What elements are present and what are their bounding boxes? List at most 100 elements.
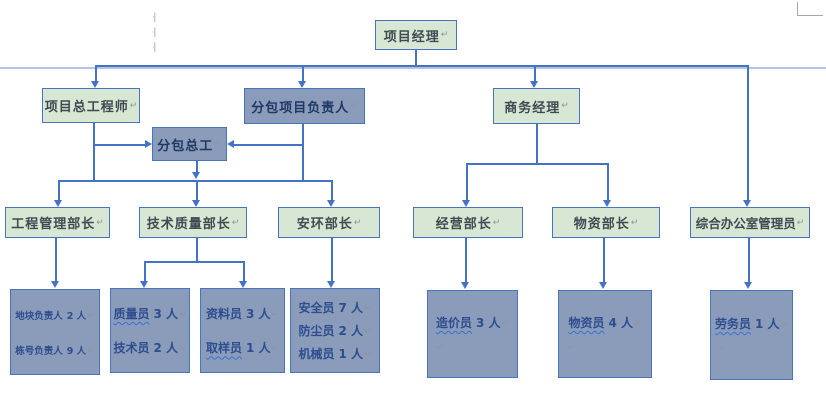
staff-count: 3 人 bbox=[245, 306, 271, 321]
org-node-business-manager[interactable]: 商务经理↵ bbox=[493, 88, 580, 124]
connector-line bbox=[748, 238, 750, 283]
page-corner-mark bbox=[797, 2, 823, 16]
connector-line bbox=[465, 238, 467, 283]
return-mark: ↵ bbox=[179, 309, 187, 320]
connector-line bbox=[603, 238, 605, 283]
return-mark: ↵ bbox=[630, 217, 639, 228]
org-node-tech-quality-dept-head[interactable]: 技术质量部长↵ bbox=[139, 207, 247, 238]
staff-count: 1 人 bbox=[245, 341, 271, 356]
connector-line bbox=[331, 238, 333, 282]
staff-count: 1 人 bbox=[338, 347, 363, 361]
connector-line bbox=[196, 238, 198, 262]
connector-line bbox=[144, 261, 244, 263]
hidden-paragraph-mark: ·▏ bbox=[152, 43, 161, 52]
connector-line bbox=[331, 180, 333, 201]
return-mark: ↵ bbox=[214, 139, 222, 149]
org-node-label: 安环部长 bbox=[296, 217, 353, 232]
return-mark: ↵ bbox=[87, 345, 95, 356]
org-node-label: 综合办公室管理员 bbox=[695, 216, 796, 231]
return-mark: ↵ bbox=[353, 217, 362, 228]
org-node-label: 项目经理 bbox=[383, 29, 440, 45]
org-node-label: 分包总工 bbox=[157, 138, 214, 154]
return-mark: ↵ bbox=[350, 101, 358, 111]
return-mark: ↵ bbox=[436, 343, 444, 353]
org-node-label: 商务经理 bbox=[504, 100, 561, 116]
connector-line bbox=[415, 50, 417, 66]
connector-arrow-left bbox=[227, 140, 234, 148]
org-node-general-office-manager[interactable]: 综合办公室管理员↵ bbox=[690, 207, 810, 238]
connector-arrow-down bbox=[744, 282, 752, 289]
return-mark: ↵ bbox=[567, 343, 575, 353]
connector-line bbox=[93, 123, 95, 181]
connector-line bbox=[607, 163, 609, 201]
connector-line bbox=[196, 161, 198, 173]
org-node-operations-dept-head[interactable]: 经营部长↵ bbox=[413, 207, 523, 238]
return-mark: ↵ bbox=[129, 100, 138, 111]
connector-arrow-down bbox=[327, 281, 335, 288]
connector-line bbox=[534, 65, 536, 82]
org-node-safety-env-dept-head[interactable]: 安环部长↵ bbox=[278, 207, 380, 238]
connector-arrow-right bbox=[145, 140, 152, 148]
org-node-label: 技术质量部长 bbox=[146, 217, 231, 232]
staff-role: 造价员 bbox=[435, 316, 472, 330]
hidden-paragraph-mark: ·▏ bbox=[152, 28, 161, 37]
org-node-engineering-dept-head[interactable]: 工程管理部长↵ bbox=[5, 207, 110, 238]
connector-line bbox=[58, 180, 332, 182]
staff-role: 地块负责人 bbox=[15, 310, 63, 322]
connector-line bbox=[58, 180, 60, 201]
staff-count: 2 人 bbox=[338, 324, 363, 338]
canvas-top-border-line bbox=[0, 67, 826, 69]
connector-line bbox=[536, 124, 538, 163]
staff-count: 9 人 bbox=[66, 345, 87, 357]
return-mark: ↵ bbox=[231, 217, 240, 228]
staff-count: 2 人 bbox=[153, 341, 178, 356]
org-node-subcontract-leader[interactable]: 分包项目负责人↵ bbox=[244, 88, 365, 124]
staff-count: 3 人 bbox=[153, 306, 178, 321]
org-node-label: 分包项目负责人 bbox=[251, 100, 350, 116]
staff-role: 质量员 bbox=[113, 306, 150, 321]
return-mark: ↵ bbox=[96, 217, 104, 228]
org-node-label: 物资部长 bbox=[573, 217, 630, 232]
connector-line bbox=[243, 261, 245, 282]
staff-role: 技术员 bbox=[113, 341, 150, 356]
connector-arrow-down bbox=[140, 281, 148, 288]
return-mark: ↵ bbox=[271, 309, 280, 320]
return-mark: ↵ bbox=[179, 344, 187, 355]
connector-arrow-down bbox=[54, 200, 62, 207]
connector-arrow-down bbox=[462, 200, 470, 207]
empty-paragraph: ↵ bbox=[561, 340, 575, 354]
staff-count: 4 人 bbox=[608, 316, 633, 330]
staff-count: 3 人 bbox=[475, 316, 501, 330]
connector-line bbox=[93, 144, 146, 146]
org-node-label: 工程管理部长 bbox=[11, 217, 96, 232]
connector-line bbox=[196, 180, 198, 201]
connector-line bbox=[466, 163, 468, 201]
staff-role: 劳务员 bbox=[714, 317, 751, 331]
org-node-project-manager[interactable]: 项目经理↵ bbox=[375, 20, 457, 50]
staff-role: 资料员 bbox=[205, 306, 242, 321]
staff-count: 1 人 bbox=[754, 317, 780, 331]
hidden-paragraph-mark: ·▏ bbox=[152, 13, 161, 22]
connector-arrow-down bbox=[603, 200, 611, 207]
staff-role: 物资员 bbox=[568, 316, 605, 330]
org-node-subcontract-chief[interactable]: 分包总工↵ bbox=[152, 127, 227, 161]
org-node-chief-engineer[interactable]: 项目总工程师↵ bbox=[42, 88, 140, 123]
org-node-materials-dept-head[interactable]: 物资部长↵ bbox=[552, 207, 660, 238]
connector-arrow-down bbox=[192, 200, 200, 207]
